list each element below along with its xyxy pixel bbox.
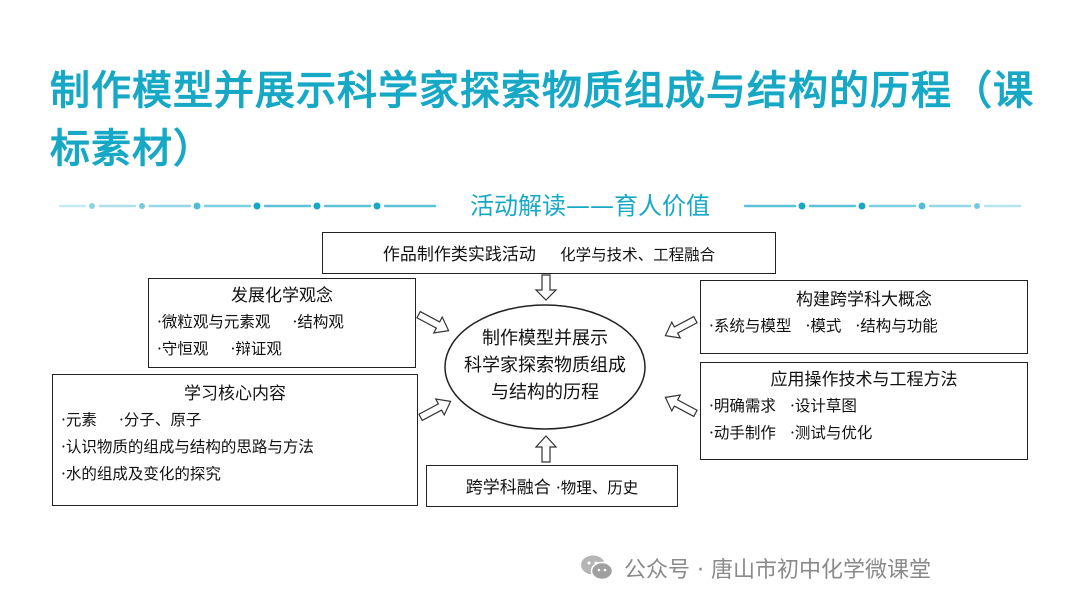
list-item: ·测试与优化 (789, 424, 873, 442)
left-bottom-box: 学习核心内容 ·元素 ·分子、原子 ·认识物质的组成与结构的思路与方法 ·水的组成… (52, 374, 418, 506)
center-ellipse (444, 304, 646, 430)
list-item: ·结构观 (292, 313, 344, 331)
footer-text: 公众号 · 唐山市初中化学微课堂 (624, 558, 931, 583)
arrow-left-icon (664, 394, 698, 418)
list-item: ·系统与模型 (709, 317, 792, 335)
subtitle: 活动解读——育人价值 (440, 190, 740, 222)
right-bottom-box: 应用操作技术与工程方法 ·明确需求 ·设计草图 ·动手制作 ·测试与优化 (700, 362, 1028, 460)
right-bottom-head: 应用操作技术与工程方法 (770, 370, 958, 390)
list-item: ·守恒观 (157, 340, 209, 358)
list-item: ·分子、原子 (118, 411, 202, 429)
center-concept: 制作模型并展示 科学家探索物质组成 与结构的历程 (445, 325, 645, 406)
arrow-right-icon (416, 310, 450, 334)
center-line: 制作模型并展示 (482, 328, 608, 349)
wechat-icon (581, 555, 614, 581)
arrow-up-icon (534, 435, 558, 463)
list-item: ·微粒观与元素观 (157, 313, 271, 331)
top-box-head: 作品制作类实践活动 (382, 245, 536, 265)
arrow-left-icon (664, 315, 698, 339)
left-bottom-head: 学习核心内容 (184, 384, 286, 404)
list-item: ·元素 (61, 411, 97, 429)
footer-watermark: 公众号 · 唐山市初中化学微课堂 (580, 548, 931, 588)
right-top-box: 构建跨学科大概念 ·系统与模型 ·模式 ·结构与功能 (700, 280, 1028, 354)
arrow-down-icon (534, 274, 558, 301)
list-item: ·结构与功能 (855, 317, 938, 335)
bottom-box-detail: ·物理、历史 (555, 479, 639, 497)
left-top-box: 发展化学观念 ·微粒观与元素观 ·结构观 ·守恒观 ·辩证观 (148, 278, 416, 368)
top-box: 作品制作类实践活动 化学与技术、工程融合 (322, 232, 776, 274)
center-line: 与结构的历程 (491, 382, 599, 403)
list-item: ·设计草图 (789, 397, 857, 415)
arrow-right-icon (418, 398, 452, 422)
list-item: ·水的组成及变化的探究 (61, 465, 221, 483)
list-item: ·模式 (805, 317, 842, 335)
bottom-box-head: 跨学科融合 (465, 478, 551, 498)
right-top-head: 构建跨学科大概念 (796, 290, 932, 310)
list-item: ·明确需求 (709, 397, 776, 415)
list-item: ·动手制作 (709, 424, 776, 442)
list-item: ·辩证观 (230, 340, 282, 358)
page-title: 制作模型并展示科学家探索物质组成与结构的历程（课标素材） (50, 68, 1034, 172)
decorative-dashes (58, 202, 1022, 210)
top-box-detail: 化学与技术、工程融合 (560, 246, 716, 264)
center-line: 科学家探索物质组成 (464, 355, 626, 376)
bottom-box: 跨学科融合 ·物理、历史 (426, 465, 678, 507)
left-top-head: 发展化学观念 (231, 286, 333, 306)
list-item: ·认识物质的组成与结构的思路与方法 (61, 438, 314, 456)
subtitle-banner: 活动解读——育人价值 (40, 190, 1040, 222)
